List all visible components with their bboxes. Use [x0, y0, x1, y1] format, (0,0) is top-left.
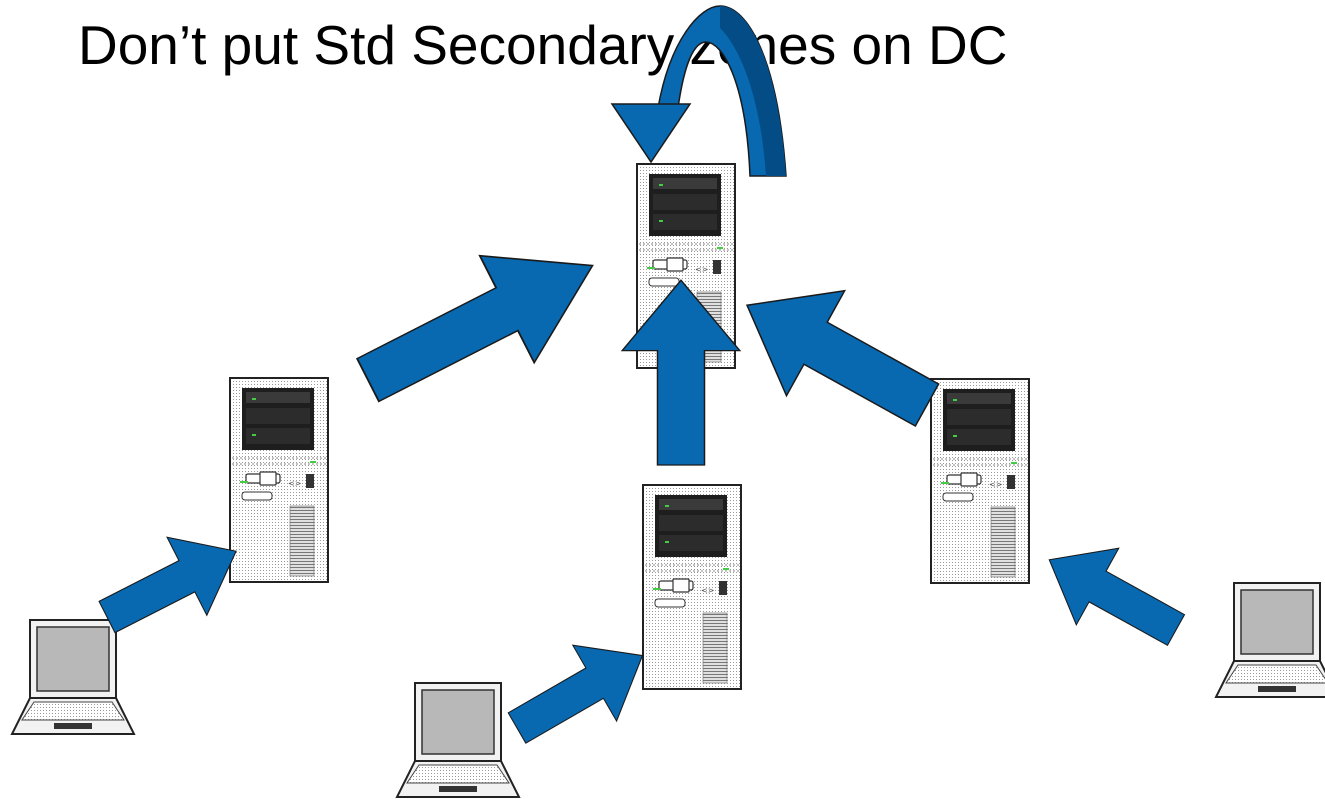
arrow-server-left-to-server-top: [339, 211, 621, 435]
arrow-laptop-right-to-server-right: [1027, 520, 1198, 669]
laptop-middle: [396, 682, 520, 798]
server-left: [229, 377, 329, 583]
slide-title: Don’t put Std Secondary zones on DC: [78, 14, 1008, 76]
laptop-left: [11, 619, 135, 735]
arrow-server-right-to-server-top: [717, 252, 957, 459]
server-middle: [642, 484, 742, 690]
arrow-laptop-middle-to-server-middle: [494, 617, 665, 767]
server-right: [930, 378, 1030, 584]
laptop-right: [1215, 582, 1325, 698]
self-loop-arrow: [610, 5, 787, 177]
